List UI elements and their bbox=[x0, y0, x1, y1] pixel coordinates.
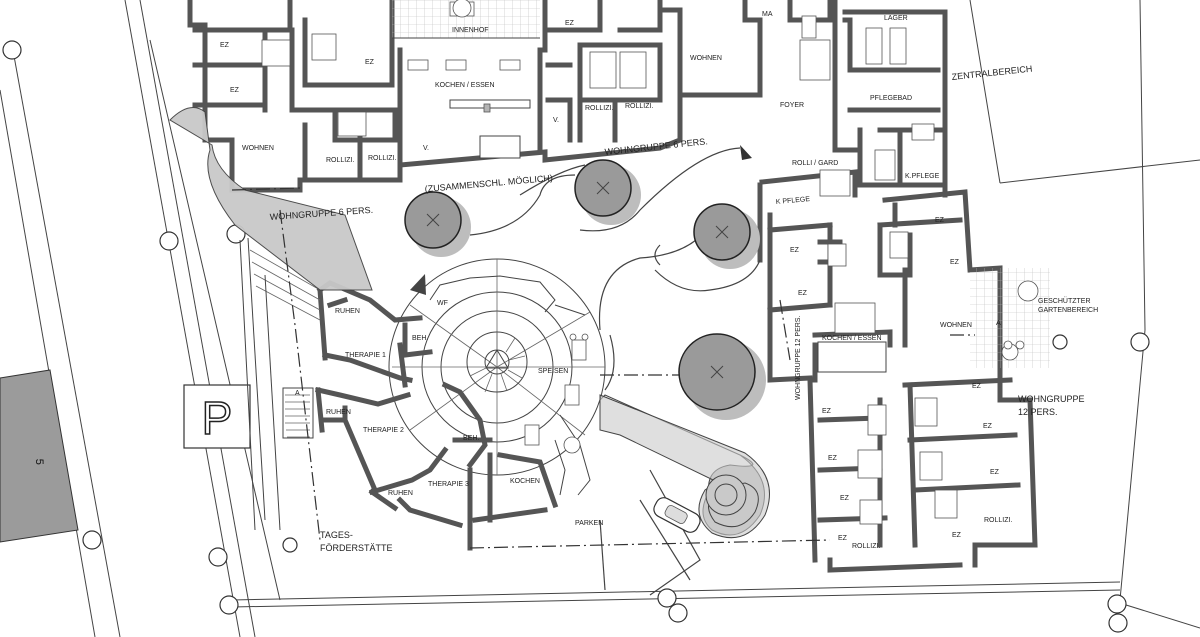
trees bbox=[404, 159, 766, 420]
room-wohnen-right: WOHNEN bbox=[940, 322, 972, 329]
zone-wohngruppe-12-vertical: WOHNGRUPPE 12 PERS. bbox=[795, 316, 802, 400]
room-rollizi-2: ROLLIZI. bbox=[368, 155, 396, 162]
room-ma: MA bbox=[762, 11, 773, 18]
room-kochen-essen-right: KOCHEN / ESSEN bbox=[822, 335, 882, 342]
room-foyer: FOYER bbox=[780, 102, 804, 109]
protected-garden: GESCHÜTZTER GARTENBEREICH A bbox=[970, 268, 1098, 368]
zone-tages-line1: TAGES- bbox=[320, 530, 353, 540]
zone-wohngruppe-12-line1: WOHNGRUPPE bbox=[1018, 394, 1085, 404]
room-therapie-2: THERAPIE 2 bbox=[363, 427, 404, 434]
room-lager: LAGER bbox=[884, 15, 908, 22]
room-ez-top-right: EZ bbox=[565, 20, 575, 27]
room-pflegebad: PFLEGEBAD bbox=[870, 95, 912, 102]
room-ez-r7: EZ bbox=[828, 455, 838, 462]
room-ez-r4: EZ bbox=[950, 259, 960, 266]
room-ez-r12: EZ bbox=[952, 532, 962, 539]
room-parken: PARKEN bbox=[575, 520, 603, 527]
room-ez-r3: EZ bbox=[798, 290, 808, 297]
neighbour-building: 5 bbox=[0, 369, 79, 543]
room-rollizi-4: ROLLIZI. bbox=[625, 103, 653, 110]
room-ez-r5: EZ bbox=[822, 408, 832, 415]
west-stairs bbox=[239, 237, 321, 531]
room-ez-r2: EZ bbox=[935, 217, 945, 224]
room-ez-r9: EZ bbox=[840, 495, 850, 502]
right-wing: ROLLI / GARD K PFLEGE K.PFLEGE EZ EZ EZ … bbox=[757, 149, 1085, 573]
room-rolli-gard: ROLLI / GARD bbox=[792, 160, 838, 167]
room-ez-r6: EZ bbox=[972, 383, 982, 390]
parking-sign: P bbox=[183, 384, 251, 449]
ramps bbox=[169, 107, 770, 539]
room-ez-r11: EZ bbox=[838, 535, 848, 542]
zone-tages-line2: FÖRDERSTÄTTE bbox=[320, 543, 393, 553]
zone-wohngruppe-12-line2: 12 PERS. bbox=[1018, 407, 1058, 417]
dining-tables-circle bbox=[524, 333, 589, 454]
pathways bbox=[231, 147, 975, 596]
room-k-pflege-1: K PFLEGE bbox=[776, 196, 811, 206]
entrance-triangle bbox=[740, 145, 752, 160]
top-wing: EZ EZ EZ EZ INNENHOF KOCHEN / ESSEN WOHN… bbox=[187, 0, 773, 193]
room-rollizi-3: ROLLIZI. bbox=[585, 105, 613, 112]
room-beh-1: BEH. bbox=[412, 335, 428, 342]
room-ez-r1: EZ bbox=[790, 247, 800, 254]
room-ez-3: EZ bbox=[365, 59, 375, 66]
room-therapie-1: THERAPIE 1 bbox=[345, 352, 386, 359]
room-v-1: V. bbox=[423, 145, 429, 152]
dining-tables-top bbox=[407, 0, 521, 71]
zone-zentralbereich: ZENTRALBEREICH bbox=[951, 64, 1033, 82]
zone-wohngruppe-6-b: WOHNGRUPPE 6 PERS. bbox=[604, 136, 708, 157]
room-rollizi-r1: ROLLIZI. bbox=[984, 517, 1012, 524]
room-kochen-essen-top: KOCHEN / ESSEN bbox=[435, 82, 495, 89]
room-ruhen-3: RUHEN bbox=[388, 490, 413, 497]
room-ez-top: EZ bbox=[220, 42, 230, 49]
room-speisen: SPEISEN bbox=[538, 368, 568, 375]
room-ruhen-1: RUHEN bbox=[335, 308, 360, 315]
room-wf: WF bbox=[437, 300, 448, 307]
room-rollizi-r2: ROLLIZI. bbox=[852, 543, 880, 550]
room-therapie-3: THERAPIE 3 bbox=[428, 481, 469, 488]
spiral-stair bbox=[466, 331, 528, 393]
parking-area: PARKEN bbox=[575, 497, 701, 533]
room-ez-r10: EZ bbox=[990, 469, 1000, 476]
room-v-2: V. bbox=[553, 117, 559, 124]
circular-building: RUHEN THERAPIE 1 BEH. WF SPEISEN RUHEN T… bbox=[315, 258, 606, 553]
section-marker-a-1: A bbox=[295, 390, 300, 397]
room-k-pflege-2: K.PFLEGE bbox=[905, 173, 940, 180]
zone-zusammenschl: (ZUSAMMENSCHL. MÖGLICH) bbox=[424, 173, 553, 194]
room-kochen: KOCHEN bbox=[510, 478, 540, 485]
room-innenhof: INNENHOF bbox=[452, 27, 489, 34]
room-ez-2: EZ bbox=[230, 87, 240, 94]
room-beh-2: BEH. bbox=[463, 435, 479, 442]
zone-geschuetzter-line2: GARTENBEREICH bbox=[1038, 307, 1098, 314]
room-wohnen-left: WOHNEN bbox=[242, 145, 274, 152]
parking-letter: P bbox=[202, 392, 233, 444]
building-number: 5 bbox=[33, 459, 45, 465]
section-marker-a-2: A bbox=[996, 320, 1001, 327]
room-wohnen-top-right: WOHNEN bbox=[690, 55, 722, 62]
zone-geschuetzter-line1: GESCHÜTZTER bbox=[1038, 297, 1091, 305]
room-rollizi-1: ROLLIZI. bbox=[326, 157, 354, 164]
room-ez-r8: EZ bbox=[983, 423, 993, 430]
room-ruhen-2: RUHEN bbox=[326, 409, 351, 416]
